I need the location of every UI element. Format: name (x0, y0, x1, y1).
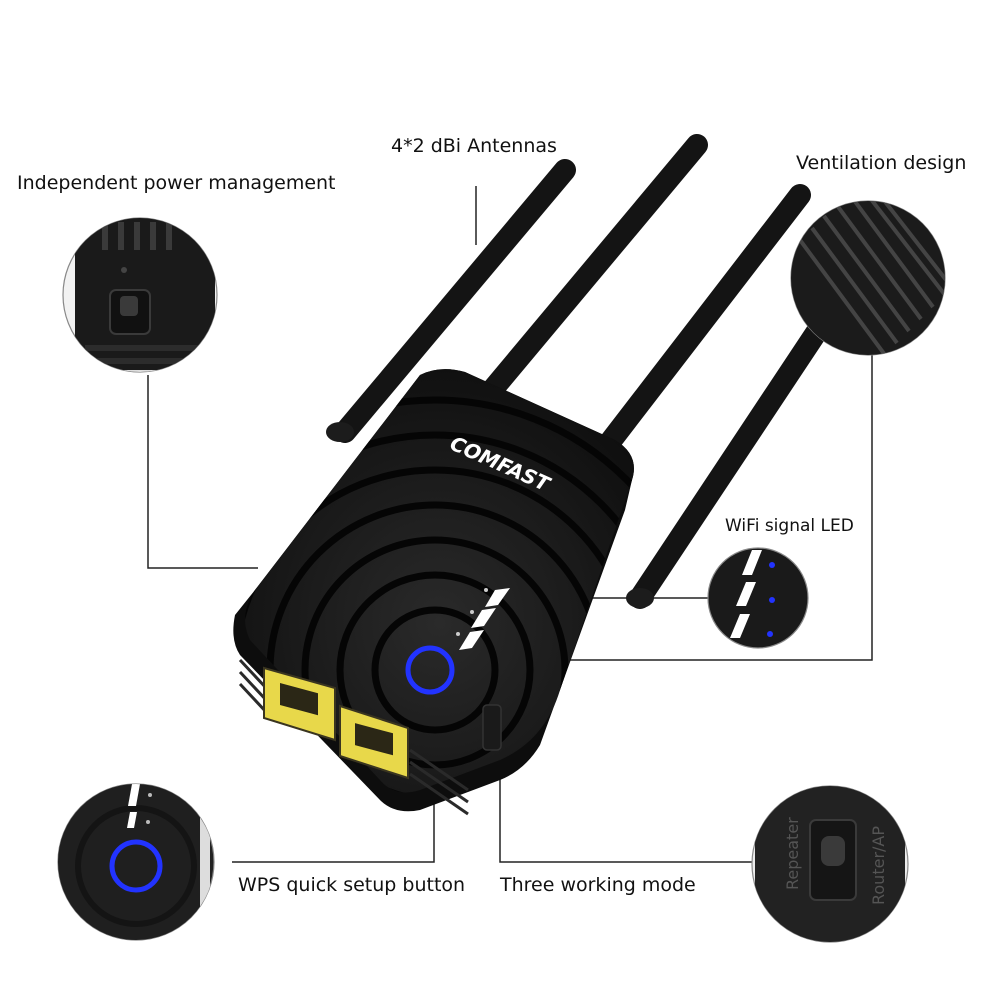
label-power-management: Independent power management (17, 172, 336, 194)
callout-wps (57, 783, 215, 941)
label-antennas: 4*2 dBi Antennas (391, 135, 557, 157)
switch-label-router-ap: Router/AP (869, 826, 888, 905)
callout-wifi-led (707, 547, 809, 649)
callout-ventilation (790, 200, 946, 356)
ethernet-ports (263, 666, 409, 780)
label-wifi-led: WiFi signal LED (725, 516, 854, 536)
callout-mode-switch: Repeater Router/AP (751, 785, 909, 943)
label-ventilation: Ventilation design (796, 152, 967, 174)
label-working-mode: Three working mode (500, 874, 696, 896)
label-wps-button: WPS quick setup button (238, 874, 466, 896)
switch-label-repeater: Repeater (783, 817, 802, 890)
wifi-led-bars (456, 588, 510, 650)
callout-power (62, 217, 218, 373)
wps-button-ring (405, 645, 455, 695)
antennas (326, 134, 829, 609)
repeater-device: COMFAST (233, 369, 634, 816)
